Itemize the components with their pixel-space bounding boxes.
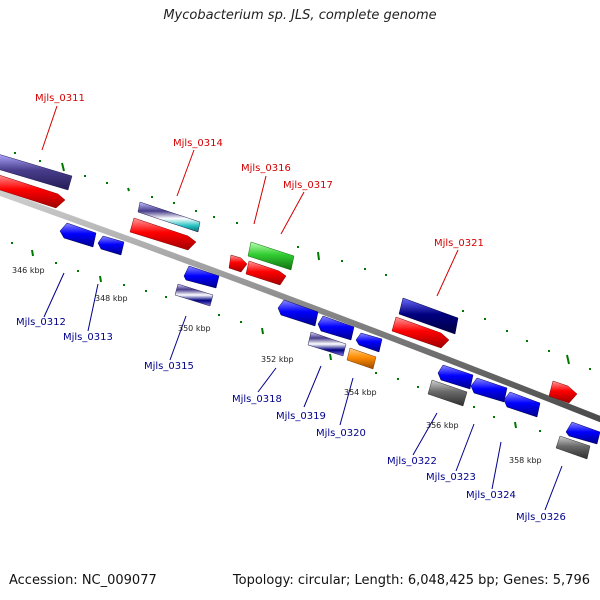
gene-label[interactable]: Mjls_0311 — [35, 93, 85, 104]
gene-labels-top: Mjls_0311 Mjls_0314 Mjls_0316 Mjls_0317 … — [35, 93, 484, 249]
gene-feature-mjls-0319-stripe[interactable] — [307, 331, 347, 357]
gene-label[interactable]: Mjls_0320 — [316, 428, 366, 439]
gene-feature-mjls-0315-stripe[interactable] — [174, 283, 214, 307]
kbp-label: 352 kbp — [261, 355, 294, 364]
lower-tick-track — [11, 242, 541, 432]
gene-feature-mjls-0313[interactable] — [97, 235, 125, 256]
gene-label[interactable]: Mjls_0313 — [63, 332, 113, 343]
gene-feature-mjls-0324[interactable] — [503, 391, 541, 418]
gene-label[interactable]: Mjls_0314 — [173, 138, 223, 149]
gene-feature-mjls-0320-orange[interactable] — [346, 347, 377, 370]
map-title: Mycobacterium sp. JLS, complete genome — [163, 8, 437, 23]
gene-feature-mjls-0323[interactable] — [470, 377, 508, 403]
gene-label[interactable]: Mjls_0321 — [434, 238, 484, 249]
gene-feature-mjls-0322-gray[interactable] — [427, 379, 468, 407]
gene-feature-mjls-0314[interactable] — [137, 201, 201, 233]
gene-feature-mjls-0319[interactable] — [317, 315, 355, 341]
gene-feature-mjls-0326-gray[interactable] — [555, 435, 591, 460]
gene-label[interactable]: Mjls_0323 — [426, 472, 476, 483]
gene-feature-mjls-0311-red[interactable] — [0, 174, 66, 209]
genome-stats-text: Topology: circular; Length: 6,048,425 bp… — [232, 573, 590, 588]
gene-feature-mjls-0321-red[interactable] — [391, 316, 450, 349]
gene-label[interactable]: Mjls_0326 — [516, 512, 566, 523]
gene-feature-mjls-0321[interactable] — [398, 297, 459, 335]
kbp-label: 358 kbp — [509, 456, 542, 465]
gene-feature-mjls-0311[interactable] — [0, 154, 73, 191]
gene-label[interactable]: Mjls_0316 — [241, 163, 291, 174]
gene-label[interactable]: Mjls_0315 — [144, 361, 194, 372]
kbp-scale-labels: 346 kbp 348 kbp 350 kbp 352 kbp 354 kbp … — [12, 266, 542, 465]
gene-feature-mjls-0316[interactable] — [228, 254, 248, 273]
gene-feature-mjls-0318[interactable] — [277, 299, 319, 327]
leader-lines-top — [41, 105, 459, 297]
gene-feature-mjls-0315[interactable] — [183, 265, 220, 289]
kbp-label: 348 kbp — [95, 294, 128, 303]
gene-label[interactable]: Mjls_0319 — [276, 411, 326, 422]
gene-label[interactable]: Mjls_0322 — [387, 456, 437, 467]
kbp-label: 350 kbp — [178, 324, 211, 333]
gene-feature-mjls-0326[interactable] — [565, 421, 600, 445]
gene-feature-mjls-0314-red[interactable] — [129, 217, 197, 251]
gene-labels-bottom: Mjls_0312 Mjls_0313 Mjls_0315 Mjls_0318 … — [16, 317, 566, 523]
gene-label[interactable]: Mjls_0324 — [466, 490, 516, 501]
gene-label[interactable]: Mjls_0312 — [16, 317, 66, 328]
gene-feature-mjls-0322[interactable] — [437, 364, 474, 390]
kbp-label: 356 kbp — [426, 421, 459, 430]
upper-tick-track — [14, 152, 591, 370]
gene-feature-red-right[interactable] — [548, 380, 578, 404]
chromosome-backbone — [0, 189, 600, 423]
accession-text: Accession: NC_009077 — [9, 573, 157, 588]
gene-feature-mjls-0317[interactable] — [247, 241, 295, 271]
kbp-label: 354 kbp — [344, 388, 377, 397]
gene-feature-mjls-0312[interactable] — [59, 222, 97, 248]
leader-lines-bottom — [43, 272, 563, 511]
gene-label[interactable]: Mjls_0317 — [283, 180, 333, 191]
gene-label[interactable]: Mjls_0318 — [232, 394, 282, 405]
gene-feature-mjls-0320[interactable] — [355, 332, 383, 353]
gene-feature-mjls-0317-red[interactable] — [245, 260, 287, 286]
kbp-label: 346 kbp — [12, 266, 45, 275]
